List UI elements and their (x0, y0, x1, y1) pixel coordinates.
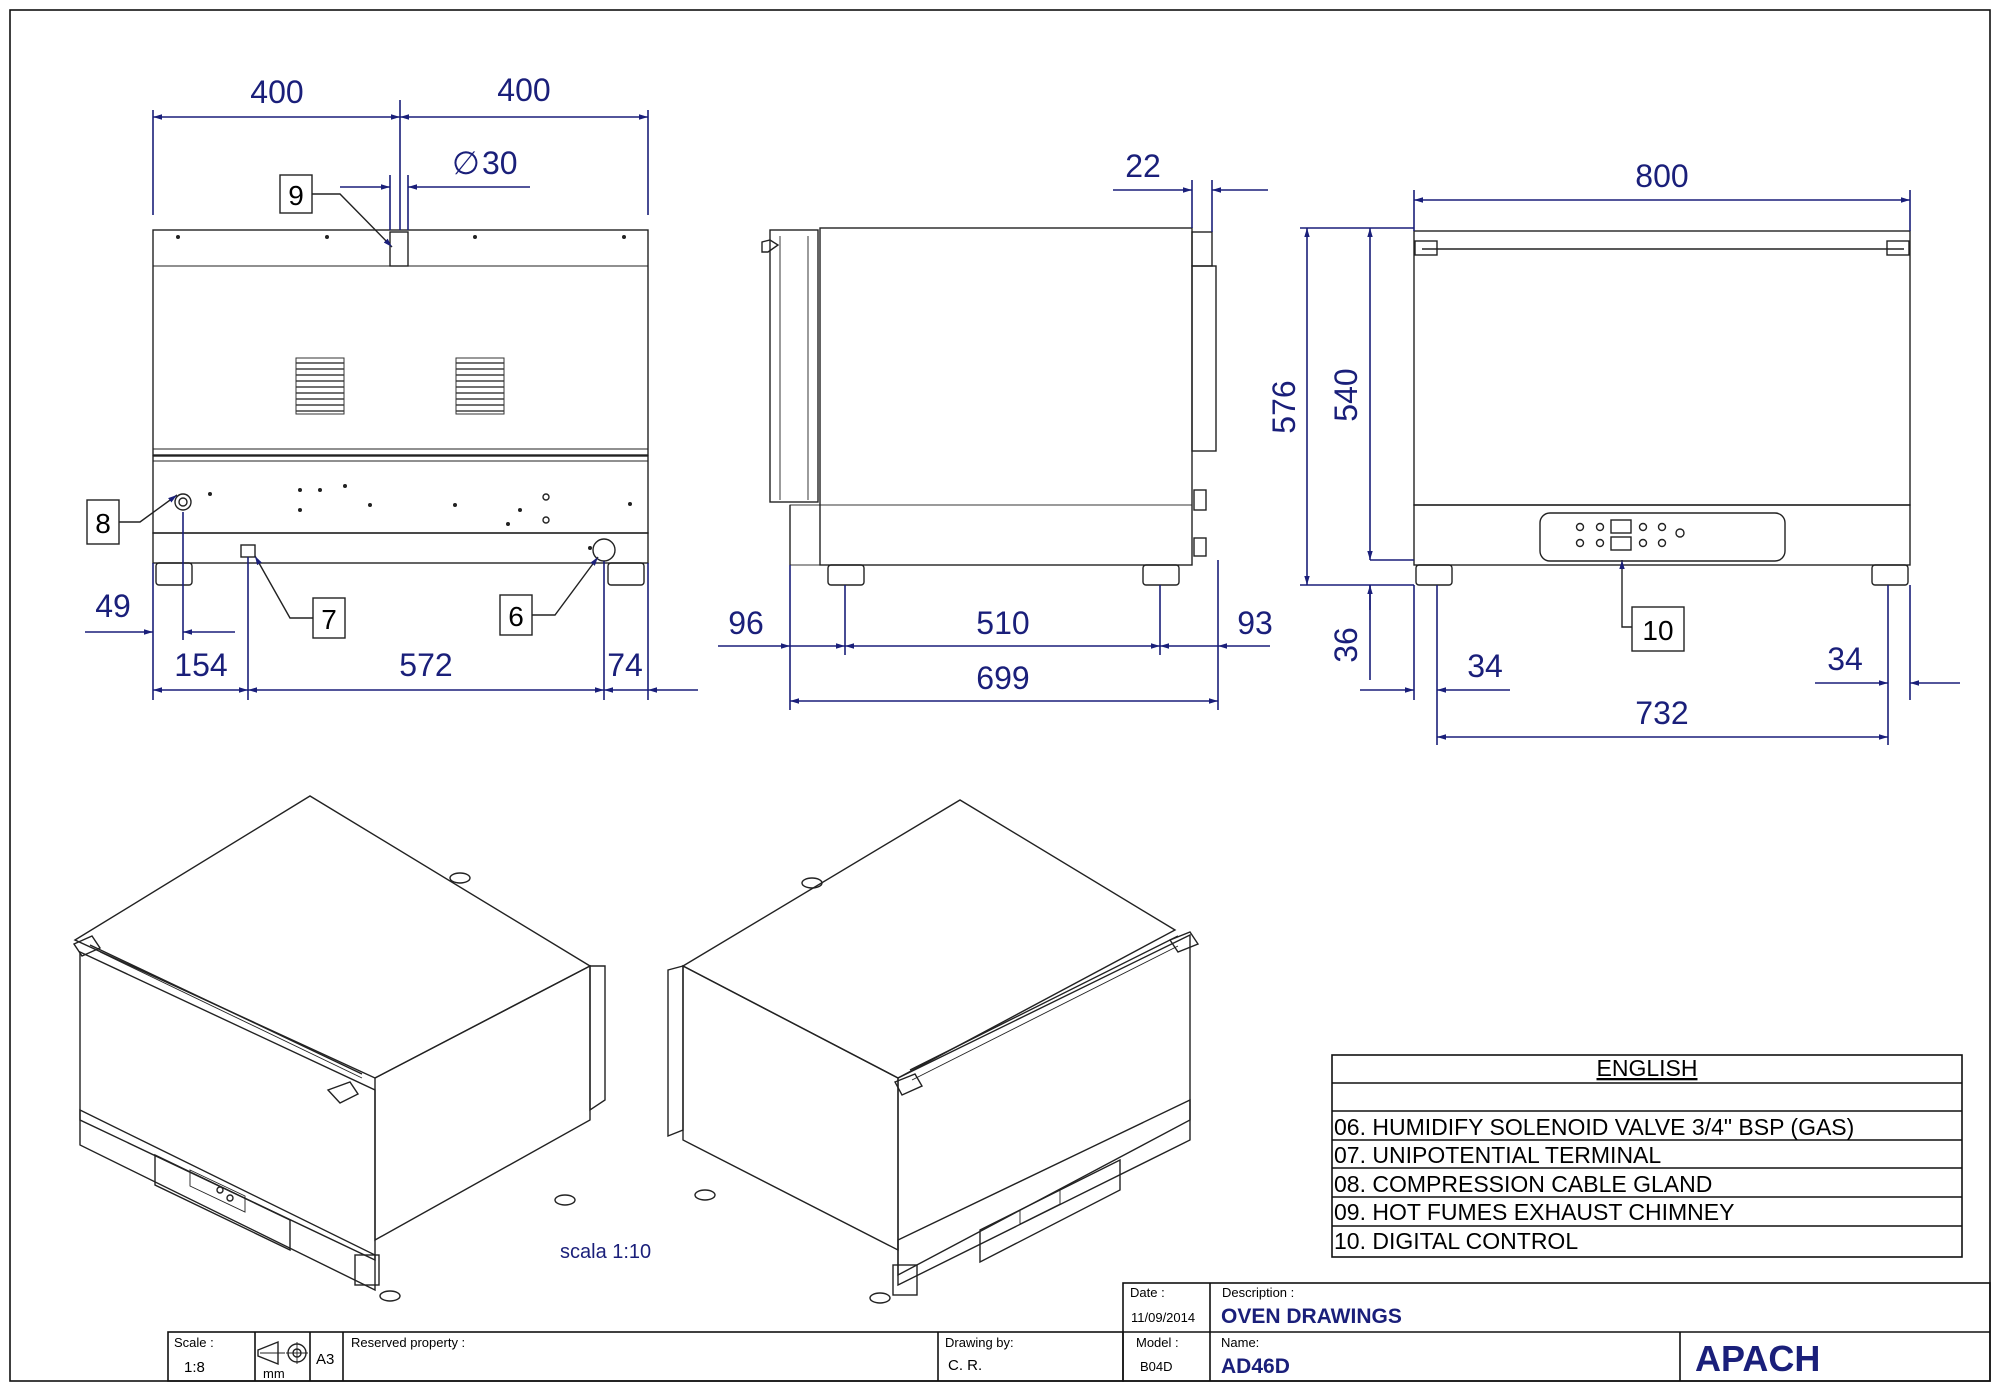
dim-540: 540 (1328, 368, 1364, 421)
date-label: Date : (1130, 1285, 1165, 1300)
drawing-by-value: C. R. (948, 1357, 982, 1374)
units-label: mm (263, 1366, 285, 1381)
model-value: B04D (1140, 1359, 1173, 1374)
dim-732: 732 (1635, 695, 1688, 731)
dim-93: 93 (1237, 605, 1273, 641)
dim-diameter-30: 30 (482, 145, 518, 181)
back-dimensions: 800 576 540 36 34 34 732 (1266, 158, 1960, 745)
vent-grille-right (455, 357, 505, 415)
unipotential-terminal (240, 544, 256, 558)
reserved-label: Reserved property : (351, 1335, 465, 1350)
callout-6: 6 (508, 601, 524, 632)
scale-note: scala 1:10 (560, 1241, 651, 1263)
legend-item: 09. HOT FUMES EXHAUST CHIMNEY (1334, 1199, 1734, 1225)
callout-8: 8 (95, 508, 111, 539)
foot (155, 562, 193, 586)
dim-800: 800 (1635, 158, 1688, 194)
isometric-view-left (72, 795, 606, 1302)
legend-item: 08. COMPRESSION CABLE GLAND (1334, 1171, 1712, 1197)
drawing-by-label: Drawing by: (945, 1335, 1014, 1350)
side-view (761, 227, 1217, 586)
back-lower-body (1413, 504, 1911, 566)
legend-item: 10. DIGITAL CONTROL (1334, 1228, 1578, 1254)
side-dimensions: 22 96 510 93 699 (718, 148, 1273, 710)
back-view (1413, 230, 1911, 586)
front-view (152, 229, 649, 586)
front-callouts: 9 8 7 6 (86, 174, 599, 639)
side-door (769, 229, 819, 503)
legend-item: 06. HUMIDIFY SOLENOID VALVE 3/4" BSP (GA… (1334, 1114, 1854, 1140)
dim-400-right: 400 (497, 72, 550, 108)
dim-572: 572 (399, 647, 452, 683)
legend-item: 07. UNIPOTENTIAL TERMINAL (1334, 1142, 1661, 1168)
dim-96: 96 (728, 605, 764, 641)
foot (827, 564, 865, 586)
projection-symbol-icon (257, 1340, 308, 1366)
dim-699: 699 (976, 660, 1029, 696)
foot (1142, 564, 1180, 586)
foot (607, 562, 645, 586)
model-label: Model : (1136, 1335, 1179, 1350)
paper-size: A3 (316, 1351, 334, 1368)
back-callouts: 10 (1619, 560, 1685, 652)
dim-74: 74 (607, 647, 643, 683)
dim-510: 510 (976, 605, 1029, 641)
front-dimensions: 400 400 ∅ 30 49 154 572 74 (85, 72, 698, 700)
dim-400-left: 400 (250, 74, 303, 110)
brand-logo: APACH (1695, 1338, 1820, 1379)
callout-9: 9 (288, 180, 304, 211)
dim-576: 576 (1266, 380, 1302, 433)
scale-label: Scale : (174, 1335, 214, 1350)
callout-10: 10 (1642, 615, 1673, 646)
dim-154: 154 (174, 647, 227, 683)
legend-title: ENGLISH (1597, 1055, 1698, 1081)
description-label: Description : (1222, 1285, 1294, 1300)
dim-22: 22 (1125, 148, 1161, 184)
callout-7: 7 (321, 604, 337, 635)
name-label: Name: (1221, 1335, 1259, 1350)
isometric-view-right (667, 799, 1200, 1304)
front-lower-body (152, 455, 649, 534)
foot (1415, 564, 1453, 586)
back-upper-body (1413, 230, 1911, 506)
date-value: 11/09/2014 (1131, 1310, 1195, 1325)
vent-grille-left (295, 357, 345, 415)
exhaust-chimney (389, 231, 409, 267)
description-value: OVEN DRAWINGS (1221, 1305, 1402, 1328)
dim-diameter-symbol: ∅ (452, 145, 480, 181)
scale-value: 1:8 (184, 1359, 205, 1376)
cable-gland (174, 493, 192, 511)
solenoid-valve (592, 538, 616, 562)
dim-36: 36 (1328, 627, 1364, 663)
foot (1871, 564, 1909, 586)
front-upper-body (152, 229, 649, 456)
dim-34-right: 34 (1827, 641, 1863, 677)
side-body (819, 227, 1193, 566)
dim-49: 49 (95, 588, 131, 624)
control-panel-outline (1539, 512, 1786, 562)
dim-34-left: 34 (1467, 648, 1503, 684)
title-block: Date : 11/09/2014 Description : OVEN DRA… (167, 1282, 1991, 1382)
name-value: AD46D (1221, 1355, 1290, 1378)
legend-table: ENGLISH 06. HUMIDIFY SOLENOID VALVE 3/4"… (1331, 1054, 1963, 1258)
